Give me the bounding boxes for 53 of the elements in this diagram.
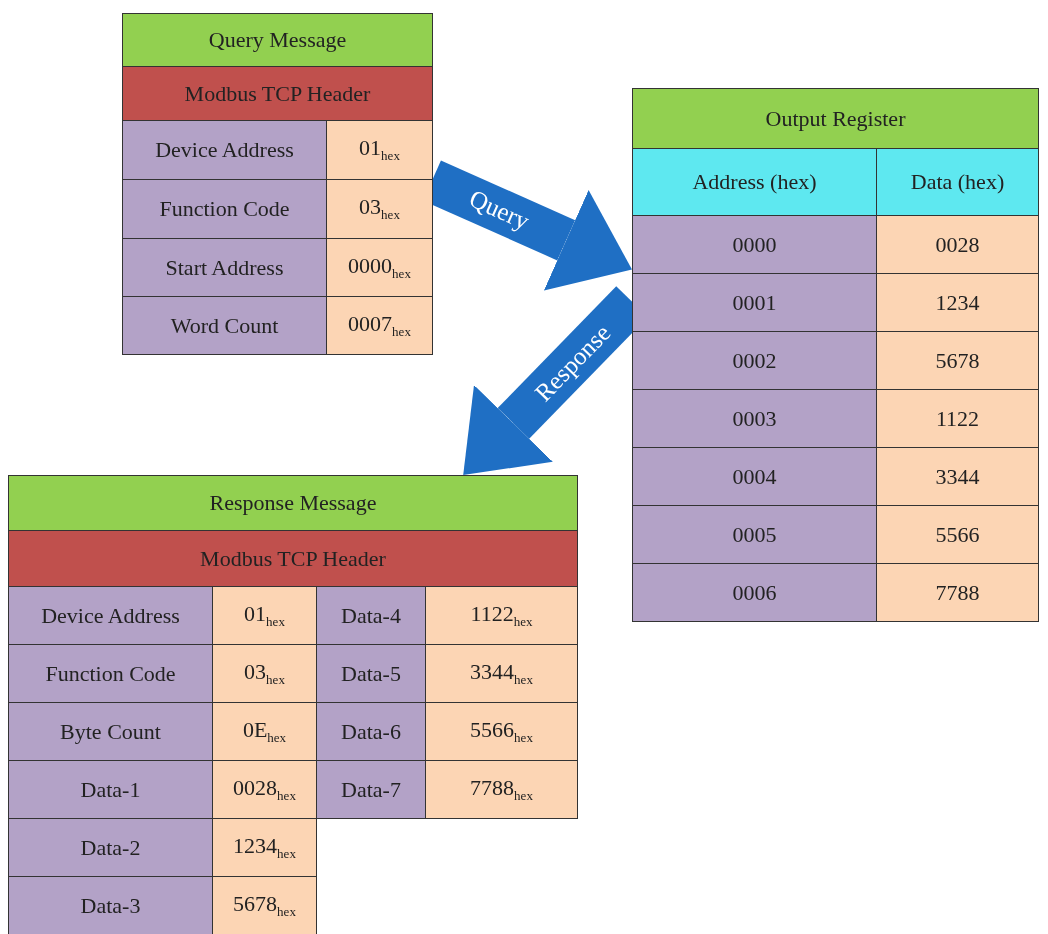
value-cell: 03$_{hex}$ [326, 179, 433, 239]
label-cell: Data-1 [8, 760, 213, 819]
label-cell: Device Address [122, 120, 327, 180]
header-cell: Data (hex) [876, 148, 1039, 216]
value-cell: 0000$_{hex}$ [326, 238, 433, 297]
header-cell: Modbus TCP Header [122, 66, 433, 121]
value-cell: 5566$_{hex}$ [425, 702, 578, 761]
value-cell: 5678 [876, 331, 1039, 390]
label-cell: Start Address [122, 238, 327, 297]
value-cell: 5566 [876, 505, 1039, 564]
label-cell: Byte Count [8, 702, 213, 761]
label-cell: 0002 [632, 331, 877, 390]
label-cell: Data-2 [8, 818, 213, 877]
value-cell: 5678$_{hex}$ [212, 876, 317, 934]
label-cell: Function Code [122, 179, 327, 239]
edge-label: Query [465, 184, 534, 236]
label-cell: 0003 [632, 389, 877, 448]
label-cell: 0005 [632, 505, 877, 564]
value-cell: 01$_{hex}$ [326, 120, 433, 180]
title-cell: Response Message [8, 475, 578, 531]
header-cell: Modbus TCP Header [8, 530, 578, 587]
label-cell: Data-7 [316, 760, 426, 819]
value-cell: 0E$_{hex}$ [212, 702, 317, 761]
label-cell: Device Address [8, 586, 213, 645]
title-cell: Query Message [122, 13, 433, 67]
value-cell: 1122 [876, 389, 1039, 448]
value-cell: 3344 [876, 447, 1039, 506]
label-cell: 0004 [632, 447, 877, 506]
value-cell: 0028 [876, 215, 1039, 274]
value-cell: 1234 [876, 273, 1039, 332]
value-cell: 7788$_{hex}$ [425, 760, 578, 819]
value-cell: 0007$_{hex}$ [326, 296, 433, 355]
label-cell: Data-6 [316, 702, 426, 761]
label-cell: 0000 [632, 215, 877, 274]
value-cell: 1122$_{hex}$ [425, 586, 578, 645]
title-cell: Output Register [632, 88, 1039, 149]
value-cell: 1234$_{hex}$ [212, 818, 317, 877]
label-cell: Data-5 [316, 644, 426, 703]
register-table [122, 13, 432, 355]
value-cell: 0028$_{hex}$ [212, 760, 317, 819]
header-cell: Address (hex) [632, 148, 877, 216]
label-cell: Word Count [122, 296, 327, 355]
label-cell: Data-4 [316, 586, 426, 645]
value-cell: 3344$_{hex}$ [425, 644, 578, 703]
label-cell: 0001 [632, 273, 877, 332]
register-table [632, 88, 1038, 622]
label-cell: Data-3 [8, 876, 213, 934]
value-cell: 01$_{hex}$ [212, 586, 317, 645]
value-cell: 03$_{hex}$ [212, 644, 317, 703]
value-cell: 7788 [876, 563, 1039, 622]
label-cell: Function Code [8, 644, 213, 703]
register-table [8, 475, 577, 934]
label-cell: 0006 [632, 563, 877, 622]
